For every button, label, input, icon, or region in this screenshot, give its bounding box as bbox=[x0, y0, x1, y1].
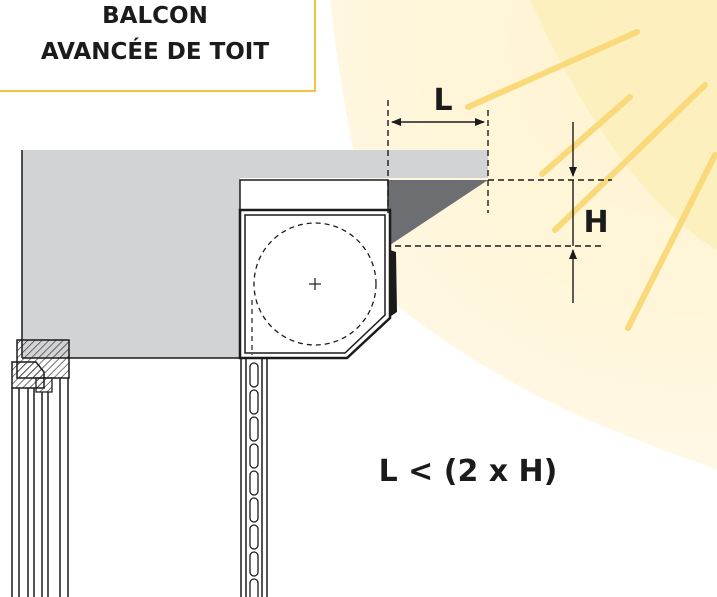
dimension-L bbox=[387, 100, 489, 213]
shutter-slats bbox=[240, 358, 268, 597]
box-lip bbox=[390, 250, 397, 316]
label-L: L bbox=[433, 83, 452, 118]
sun-glow-core bbox=[530, 0, 717, 250]
window-frame bbox=[11, 339, 70, 597]
title-line-2: AVANCÉE DE TOIT bbox=[40, 39, 270, 65]
sun-ray bbox=[625, 152, 717, 331]
sun-ray bbox=[552, 82, 708, 233]
sun-rays bbox=[465, 29, 717, 331]
box-top bbox=[239, 179, 389, 211]
label-H: H bbox=[583, 205, 608, 240]
roller-circle bbox=[253, 222, 377, 346]
title-box: BALCON AVANCÉE DE TOIT bbox=[0, 0, 316, 92]
shade-area bbox=[388, 180, 488, 245]
formula-label: L < (2 x H) bbox=[379, 454, 558, 489]
sun-ray bbox=[465, 29, 640, 110]
roof-slab bbox=[22, 150, 488, 358]
title-line-1: BALCON bbox=[102, 3, 208, 29]
sun-ray bbox=[539, 94, 633, 177]
dimension-H bbox=[395, 122, 612, 303]
